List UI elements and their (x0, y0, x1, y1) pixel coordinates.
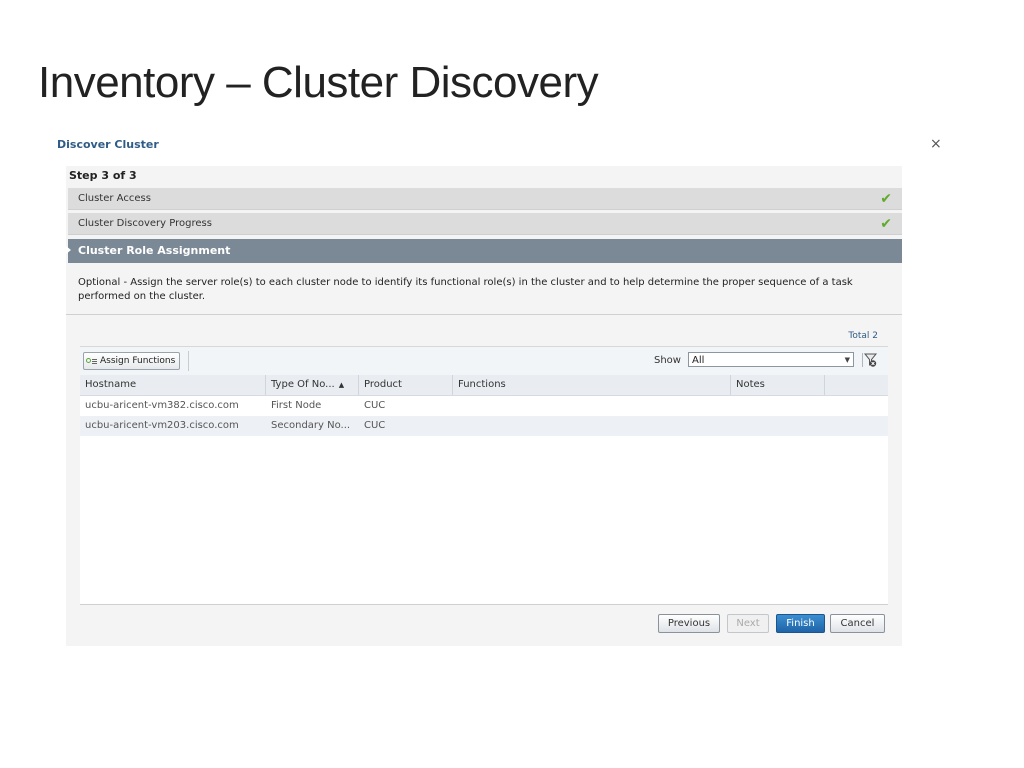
table-toolbar: Assign Functions Show All ▼ (80, 347, 888, 376)
chevron-down-icon: ▼ (844, 356, 850, 364)
table-row[interactable]: ucbu-aricent-vm382.cisco.com First Node … (80, 396, 888, 416)
column-header-hostname[interactable]: Hostname (80, 375, 266, 395)
assign-functions-button[interactable]: Assign Functions (83, 352, 181, 370)
show-label: Show (654, 355, 681, 366)
column-header-functions[interactable]: Functions (453, 375, 731, 395)
finish-button[interactable]: Finish (776, 614, 825, 633)
checkmark-icon: ✔ (880, 216, 892, 232)
hostname-cell: ucbu-aricent-vm382.cisco.com (85, 400, 239, 411)
nodes-table: Assign Functions Show All ▼ Hostname Typ… (80, 346, 888, 604)
total-count: Total 2 (848, 331, 878, 341)
column-header-product[interactable]: Product (359, 375, 453, 395)
slide-title: Inventory – Cluster Discovery (38, 58, 599, 107)
step-indicator: Step 3 of 3 (69, 169, 137, 182)
assign-functions-icon (86, 357, 97, 366)
column-label: Product (364, 379, 402, 390)
footer-divider (80, 604, 888, 605)
step-label: Cluster Discovery Progress (78, 218, 212, 229)
type-cell: Secondary No... (271, 420, 351, 431)
show-filter-select[interactable]: All ▼ (688, 352, 854, 367)
hostname-cell: ucbu-aricent-vm203.cisco.com (85, 420, 239, 431)
dialog-title: Discover Cluster (57, 138, 159, 151)
active-step-arrow-icon (66, 246, 71, 254)
filter-icon[interactable] (862, 352, 878, 368)
step-label: Cluster Access (78, 193, 151, 204)
assign-functions-label: Assign Functions (100, 356, 176, 366)
column-label: Type Of No... (271, 379, 335, 390)
table-header: Hostname Type Of No...▲ Product Function… (80, 375, 888, 396)
step-cluster-role-assignment[interactable]: Cluster Role Assignment (66, 239, 902, 263)
checkmark-icon: ✔ (880, 191, 892, 207)
wizard-panel: Step 3 of 3 Cluster Access ✔ Cluster Dis… (66, 166, 902, 646)
toolbar-divider (188, 351, 189, 371)
step-description: Optional - Assign the server role(s) to … (78, 277, 853, 302)
product-cell: CUC (364, 400, 386, 411)
step-label: Cluster Role Assignment (78, 244, 231, 257)
column-header-type-of-node[interactable]: Type Of No...▲ (266, 375, 359, 395)
column-header-notes[interactable]: Notes (731, 375, 825, 395)
step-cluster-access[interactable]: Cluster Access ✔ (68, 188, 902, 210)
column-label: Functions (458, 379, 506, 390)
column-label: Notes (736, 379, 765, 390)
step-cluster-discovery-progress[interactable]: Cluster Discovery Progress ✔ (68, 213, 902, 235)
cancel-button[interactable]: Cancel (830, 614, 885, 633)
sort-ascending-icon: ▲ (338, 381, 345, 389)
product-cell: CUC (364, 420, 386, 431)
show-filter-value: All (692, 355, 705, 366)
type-cell: First Node (271, 400, 322, 411)
previous-button[interactable]: Previous (658, 614, 720, 633)
divider (66, 314, 902, 315)
table-row[interactable]: ucbu-aricent-vm203.cisco.com Secondary N… (80, 416, 888, 436)
column-label: Hostname (85, 379, 137, 390)
close-icon[interactable]: × (930, 136, 942, 152)
next-button[interactable]: Next (727, 614, 769, 633)
